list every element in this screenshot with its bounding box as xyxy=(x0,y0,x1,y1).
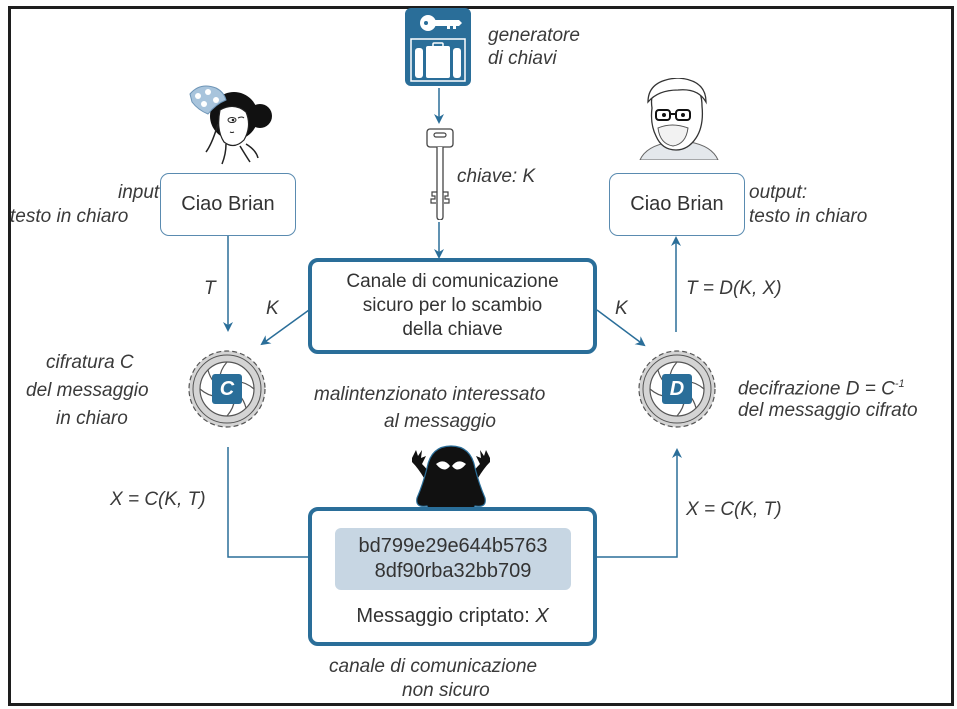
secure-key-channel-box: Canale di comunicazione sicuro per lo sc… xyxy=(308,258,597,354)
key-generator-icon xyxy=(405,8,471,86)
plaintext-input-box: Ciao Brian xyxy=(160,173,296,236)
input-sublabel: testo in chiaro xyxy=(10,206,129,227)
insecure-channel-label-1: canale di comunicazione xyxy=(329,656,538,677)
ciphertext-line-1: bd799e29e644b5763 xyxy=(358,535,548,557)
decrypt-label-2: del messaggio cifrato xyxy=(738,400,918,421)
receiver-avatar xyxy=(634,77,720,161)
plaintext-output-box: Ciao Brian xyxy=(609,173,745,236)
attacker-icon xyxy=(402,440,500,522)
arrow-insecure-to-decrypt xyxy=(571,448,682,558)
plaintext-output-text: Ciao Brian xyxy=(630,193,724,215)
decrypt-badge: D xyxy=(662,374,692,404)
secure-channel-line-3: della chiave xyxy=(402,319,503,340)
edge-label-t-out: T = D(K, X) xyxy=(686,278,782,299)
key-label: chiave: K xyxy=(457,166,536,187)
arrow-encrypt-to-insecure xyxy=(227,447,335,562)
output-label: output: xyxy=(749,182,808,203)
attacker-label-2: al messaggio xyxy=(384,411,496,432)
edge-label-t-in: T xyxy=(204,278,216,299)
ciphertext-line-2: 8df90rba32bb709 xyxy=(374,560,532,582)
sender-avatar xyxy=(180,80,272,168)
insecure-channel-label-2: non sicuro xyxy=(402,680,490,701)
diagram-frame xyxy=(8,6,954,706)
encrypt-badge: C xyxy=(212,374,242,404)
attacker-label-1: malintenzionato interessato xyxy=(314,384,546,405)
secure-channel-line-1: Canale di comunicazione xyxy=(346,271,559,292)
input-label: input: xyxy=(118,182,165,203)
encrypt-label-2: del messaggio xyxy=(26,380,149,401)
plaintext-input-text: Ciao Brian xyxy=(181,193,275,215)
encrypt-label-1: cifratura C xyxy=(46,352,134,373)
edge-label-x-right: X = C(K, T) xyxy=(686,499,782,520)
edge-label-k-right: K xyxy=(615,298,628,319)
secure-channel-line-2: sicuro per lo scambio xyxy=(362,295,543,316)
encrypt-label-3: in chiaro xyxy=(56,408,128,429)
output-sublabel: testo in chiaro xyxy=(749,206,868,227)
decrypt-label-1: decifrazione D = C-1 xyxy=(738,373,905,400)
key-generator-label-2: di chiavi xyxy=(488,48,557,69)
arrow-secure-to-encrypt xyxy=(260,309,310,346)
arrow-secure-to-decrypt xyxy=(596,309,646,347)
edge-label-k-left: K xyxy=(266,298,279,319)
key-icon xyxy=(426,128,454,221)
decrypt-label-1-sup: -1 xyxy=(894,378,905,390)
ciphertext-block: bd799e29e644b5763 8df90rba32bb709 xyxy=(335,528,571,590)
encrypted-message-caption-var: X xyxy=(535,605,549,627)
edge-label-x-left: X = C(K, T) xyxy=(110,489,206,510)
encrypted-message-caption-prefix: Messaggio criptato: xyxy=(356,605,536,627)
encrypted-message-caption: Messaggio criptato: X xyxy=(356,604,548,628)
key-generator-label-1: generatore xyxy=(488,25,580,46)
decrypt-label-1-text: decifrazione D = C xyxy=(738,378,895,400)
